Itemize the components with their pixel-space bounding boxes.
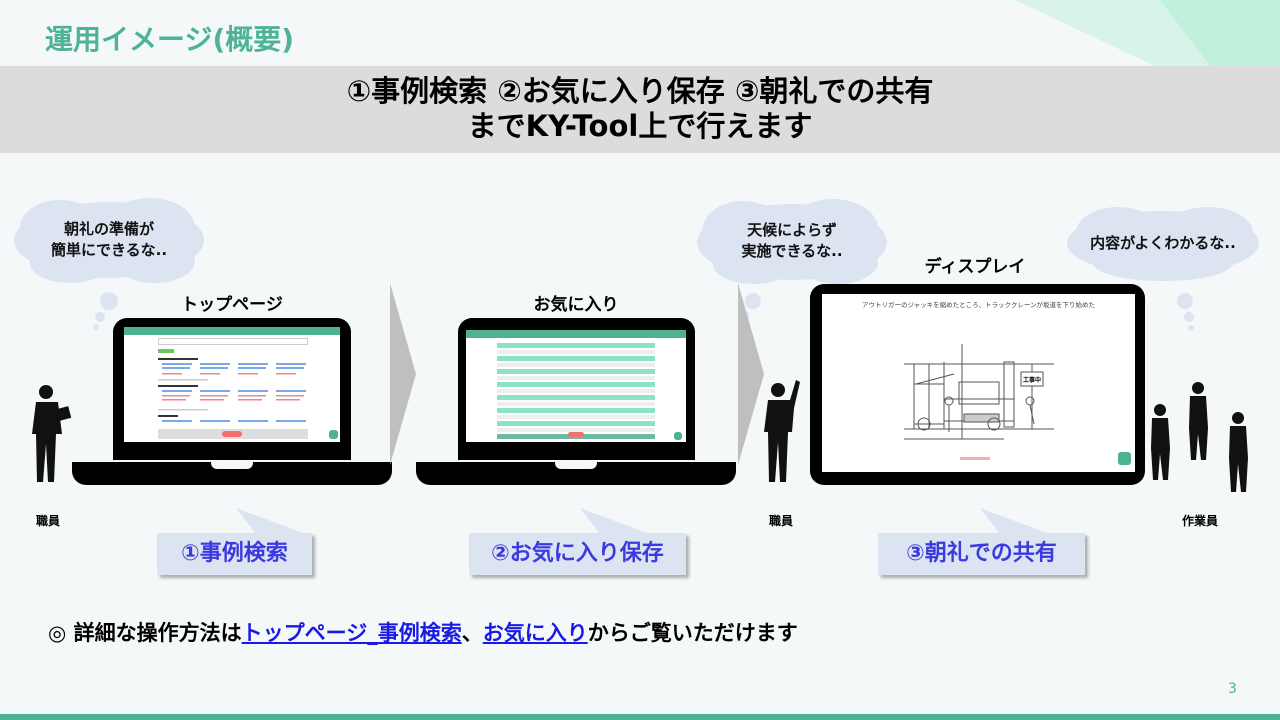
callout-pointer-2: [580, 508, 650, 534]
slide-title: 運用イメージ(概要): [45, 23, 295, 56]
thought-cloud-2: 天候によらず実施できるな..: [693, 196, 891, 326]
label-display: ディスプレイ: [924, 257, 1026, 277]
bottom-accent-bar: [0, 714, 1280, 720]
favorites-screenshot: [466, 330, 686, 442]
link-favorites[interactable]: お気に入り: [482, 621, 588, 645]
note-prefix: ◎ 詳細な操作方法は: [48, 621, 242, 645]
thought-cloud-1: 朝礼の準備が簡単にできるな..: [10, 193, 208, 333]
staff-silhouette-2: [764, 380, 800, 482]
headline-band: ①事例検索 ②お気に入り保存 ③朝礼での共有 までKY-Tool上で行えます: [0, 66, 1280, 153]
cloud1-line2: 簡単にできるな..: [50, 241, 168, 259]
callout-pointer-3: [980, 508, 1050, 534]
note-suffix: からご覧いただけます: [587, 621, 798, 645]
cloud3-line1: 内容がよくわかるな..: [1090, 234, 1236, 252]
callout-pointer-1: [236, 508, 306, 534]
link-top-page-search[interactable]: トップページ_事例検索: [241, 621, 462, 645]
crane-illustration: 工事中: [904, 344, 1054, 440]
staff-silhouette-1: [32, 385, 72, 482]
label-workers: 作業員: [1181, 514, 1219, 528]
corner-decoration: [1015, 0, 1280, 66]
top-page-screenshot: [124, 327, 340, 442]
construction-sign: 工事中: [1023, 376, 1041, 384]
label-top-page: トップページ: [181, 295, 283, 315]
label-staff-1: 職員: [35, 514, 61, 528]
workers-silhouette: [1151, 382, 1248, 492]
display-caption: アウトリガーのジャッキを縮めたところ、トラッククレーンが坂道を下り始めた: [861, 301, 1096, 309]
step-2-callout: ②お気に入り保存: [469, 533, 686, 575]
step-1-callout: ①事例検索: [157, 533, 312, 575]
headline-line2: までKY-Tool上で行えます: [467, 109, 813, 143]
headline-line1: ①事例検索 ②お気に入り保存 ③朝礼での共有: [346, 74, 934, 108]
arrow-chevron-2: [738, 283, 764, 465]
display-screen: アウトリガーのジャッキを縮めたところ、トラッククレーンが坂道を下り始めた 工事中: [822, 294, 1135, 472]
arrow-chevron-1: [390, 283, 416, 465]
note-separator: 、: [461, 621, 483, 645]
step-3-callout: ③朝礼での共有: [878, 533, 1085, 575]
cloud1-line1: 朝礼の準備が: [63, 220, 154, 238]
label-staff-2: 職員: [768, 514, 794, 528]
page-number: 3: [1228, 681, 1237, 697]
thought-cloud-3: 内容がよくわかるな..: [1063, 203, 1263, 333]
instruction-note: ◎ 詳細な操作方法はトップページ_事例検索、お気に入りからご覧いただけます: [48, 617, 798, 647]
cloud2-line2: 実施できるな..: [741, 242, 843, 260]
cloud2-line1: 天候によらず: [747, 221, 837, 239]
label-favorites: お気に入り: [533, 295, 619, 315]
